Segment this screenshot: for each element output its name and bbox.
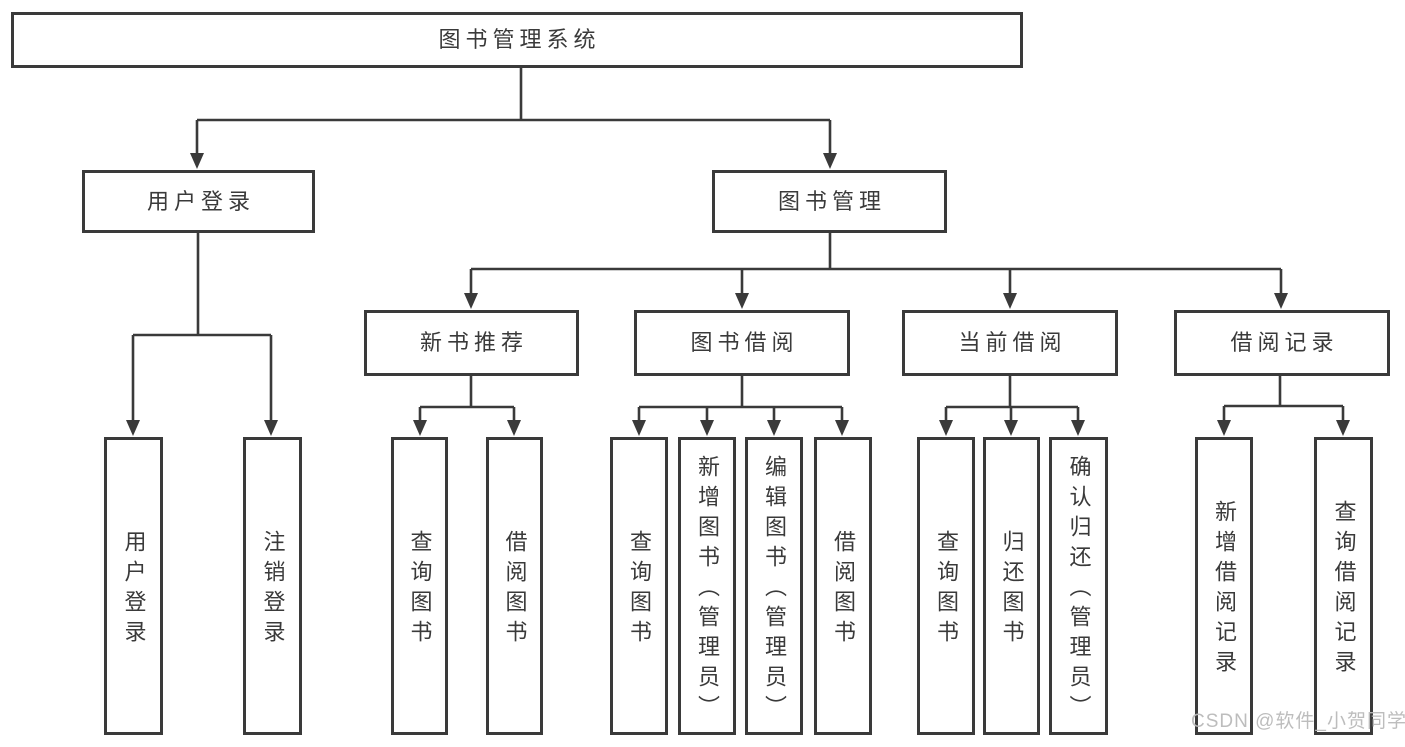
node-label: 借阅记录: [1230, 330, 1339, 355]
node-book-management: 图书管理: [712, 170, 947, 233]
leaf-query-books-recommend: 查询图书: [391, 437, 448, 735]
node-book-borrow: 图书借阅: [634, 310, 850, 376]
node-user-login: 用户登录: [82, 170, 315, 233]
leaf-edit-book-admin: 编辑图书（管理员）: [745, 437, 803, 735]
node-label: 查询图书: [627, 530, 652, 650]
node-label: 新书推荐: [419, 330, 528, 355]
leaf-logout: 注销登录: [243, 437, 302, 735]
leaf-confirm-return-admin: 确认归还（管理员）: [1049, 437, 1108, 735]
node-label: 借阅图书: [831, 530, 856, 650]
leaf-query-books-current: 查询图书: [917, 437, 975, 735]
node-borrow-records: 借阅记录: [1174, 310, 1390, 376]
node-new-book-recommend: 新书推荐: [364, 310, 579, 376]
leaf-query-books-borrow: 查询图书: [610, 437, 668, 735]
leaf-borrow-books: 借阅图书: [814, 437, 872, 735]
node-label: 查询图书: [407, 530, 433, 650]
node-label: 图书借阅: [690, 330, 799, 355]
node-label: 确认归还（管理员）: [1066, 455, 1092, 725]
node-library-management-system: 图书管理系统: [11, 12, 1023, 68]
leaf-return-book: 归还图书: [983, 437, 1040, 735]
leaf-borrow-books-recommend: 借阅图书: [486, 437, 543, 735]
csdn-watermark: CSDN @软件_小贺同学: [1191, 711, 1405, 732]
leaf-user-login: 用户登录: [104, 437, 163, 735]
leaf-add-borrow-record: 新增借阅记录: [1195, 437, 1253, 735]
node-label: 归还图书: [999, 530, 1025, 650]
node-label: 用户登录: [146, 188, 255, 214]
node-label: 注销登录: [260, 530, 286, 650]
node-label: 新增图书（管理员）: [695, 455, 720, 725]
node-label: 图书管理系统: [438, 27, 601, 52]
node-label: 新增借阅记录: [1212, 500, 1237, 680]
node-current-borrow: 当前借阅: [902, 310, 1118, 376]
leaf-add-book-admin: 新增图书（管理员）: [678, 437, 736, 735]
node-label: 编辑图书（管理员）: [762, 455, 787, 725]
node-label: 用户登录: [121, 530, 147, 650]
node-label: 当前借阅: [958, 330, 1067, 355]
node-label: 图书管理: [777, 188, 886, 214]
node-label: 查询图书: [934, 530, 959, 650]
node-label: 查询借阅记录: [1331, 500, 1357, 680]
leaf-query-borrow-record: 查询借阅记录: [1314, 437, 1373, 735]
node-label: 借阅图书: [502, 530, 528, 650]
